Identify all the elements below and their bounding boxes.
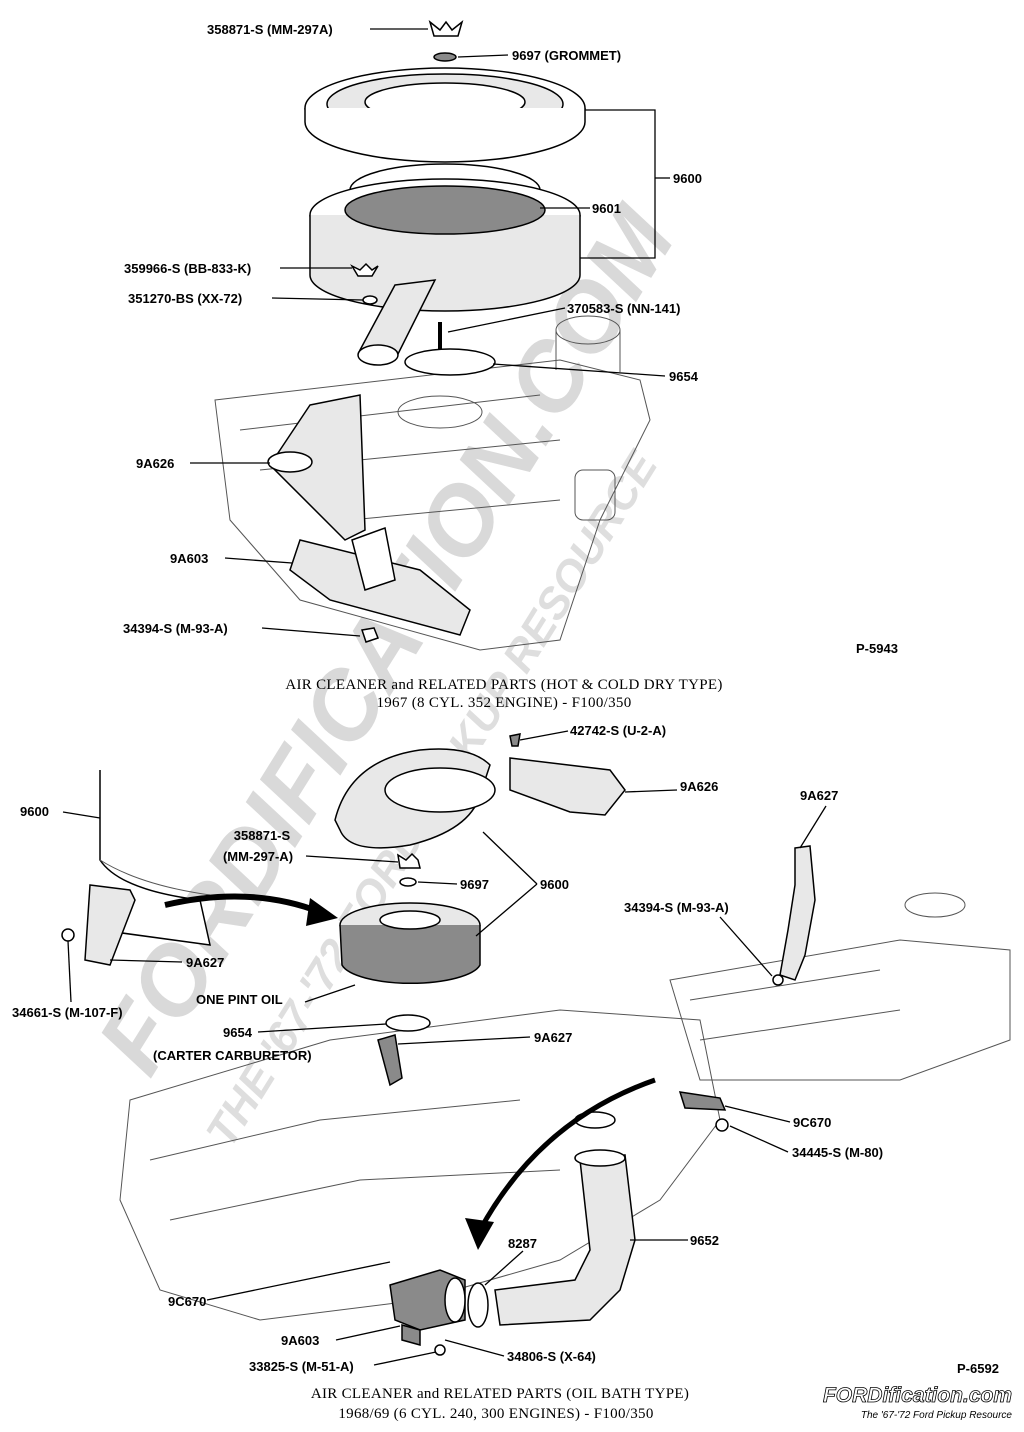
- top-shroud: [289, 526, 471, 636]
- label-9c670-right: 9C670: [793, 1115, 831, 1130]
- label-358871-s-bottom-line2: (MM-297-A): [223, 849, 293, 864]
- bottom-nut-right: [772, 974, 784, 986]
- label-9a627-right: 9A627: [800, 788, 838, 803]
- bottom-gasket: [385, 1014, 431, 1032]
- figure-number-top: P-5943: [856, 641, 898, 656]
- label-9a603-top: 9A603: [170, 551, 208, 566]
- top-leaders: [190, 28, 670, 637]
- top-nut: [361, 627, 379, 643]
- label-34661-s: 34661-S (M-107-F): [12, 1005, 123, 1020]
- valve-right: [678, 1091, 727, 1111]
- top-wing-nut: [428, 19, 464, 37]
- brand-logo-tagline: The '67-'72 Ford Pickup Resource: [861, 1410, 1013, 1421]
- label-9a626-top: 9A626: [136, 456, 174, 471]
- label-9654-bottom: 9654: [223, 1025, 253, 1040]
- assembly-arrow-head: [306, 898, 338, 926]
- label-9697-bottom: 9697: [460, 877, 489, 892]
- figure-number-bottom: P-6592: [957, 1361, 999, 1376]
- oil-bath-lid: [334, 748, 496, 849]
- flex-hose: [494, 1111, 636, 1326]
- bracket-right: [779, 845, 816, 981]
- brand-logo-name: FORDification.com: [823, 1384, 1012, 1407]
- top-diagram: 358871-S (MM-297A) 9697 (GROMMET) 9600 9…: [123, 19, 898, 711]
- label-8287: 8287: [508, 1236, 537, 1251]
- label-9c670-left: 9C670: [168, 1294, 206, 1309]
- label-carter-carburetor: (CARTER CARBURETOR): [153, 1048, 312, 1063]
- routing-arrow: [477, 1077, 656, 1232]
- bottom-diagram: 42742-S (U-2-A) 9A626 9A627 9600 358871-…: [12, 723, 1011, 1422]
- hose-clamp: [467, 1282, 489, 1328]
- label-34806-s: 34806-S (X-64): [507, 1349, 596, 1364]
- bracket-center: [377, 1034, 403, 1087]
- caption-bottom-line1: AIR CLEANER and RELATED PARTS (OIL BATH …: [311, 1386, 689, 1402]
- air-cleaner-body: [309, 178, 581, 312]
- top-engine-outline: [214, 315, 651, 651]
- label-9654-top: 9654: [669, 369, 699, 384]
- bottom-leaders: [62, 730, 827, 1366]
- bottom-grommet: [399, 877, 417, 887]
- label-9601: 9601: [592, 201, 621, 216]
- label-351270-bs: 351270-BS (XX-72): [128, 291, 242, 306]
- label-42742-s: 42742-S (U-2-A): [570, 723, 666, 738]
- assembly-arrow: [164, 893, 322, 915]
- label-9600-center: 9600: [540, 877, 569, 892]
- label-34394-s-top: 34394-S (M-93-A): [123, 621, 228, 636]
- oil-bath-body: [339, 902, 481, 985]
- bottom-shroud: [389, 1269, 466, 1346]
- routing-arrow-head: [465, 1218, 494, 1250]
- label-9652: 9652: [690, 1233, 719, 1248]
- label-359966-s: 359966-S (BB-833-K): [124, 261, 251, 276]
- caption-top-line1: AIR CLEANER and RELATED PARTS (HOT & COL…: [285, 677, 722, 693]
- label-9600-left: 9600: [20, 804, 49, 819]
- label-9a603-bottom: 9A603: [281, 1333, 319, 1348]
- label-one-pint-oil: ONE PINT OIL: [196, 992, 283, 1007]
- label-358871-s: 358871-S (MM-297A): [207, 22, 333, 37]
- label-9a626-bottom: 9A626: [680, 779, 718, 794]
- screw-bottom: [434, 1344, 446, 1356]
- label-33825-s: 33825-S (M-51-A): [249, 1359, 354, 1374]
- air-cleaner-lid: [304, 67, 586, 163]
- air-cleaner-snorkel: [357, 279, 437, 366]
- label-9a627-left: 9A627: [186, 955, 224, 970]
- screw-right: [715, 1118, 729, 1132]
- bottom-duct: [509, 757, 626, 816]
- bottom-wing-nut: [397, 852, 421, 869]
- top-washer: [362, 295, 378, 305]
- caption-top-line2: 1967 (8 CYL. 352 ENGINE) - F100/350: [376, 695, 631, 711]
- label-34394-s-bottom: 34394-S (M-93-A): [624, 900, 729, 915]
- label-358871-s-bottom-line1: 358871-S: [234, 828, 291, 843]
- label-9a627-center: 9A627: [534, 1030, 572, 1045]
- brand-logo: FORDification.com The '67-'72 Ford Picku…: [823, 1384, 1013, 1421]
- label-9697-grommet: 9697 (GROMMET): [512, 48, 621, 63]
- bottom-screw-42742: [509, 733, 521, 747]
- label-9600-top: 9600: [673, 171, 702, 186]
- top-grommet: [433, 52, 457, 62]
- top-wing-nut-small: [350, 262, 379, 277]
- label-370583-s: 370583-S (NN-141): [567, 301, 680, 316]
- top-gasket: [404, 348, 496, 376]
- label-34445-s: 34445-S (M-80): [792, 1145, 883, 1160]
- top-duct: [267, 394, 366, 541]
- caption-bottom-line2: 1968/69 (6 CYL. 240, 300 ENGINES) - F100…: [338, 1406, 653, 1422]
